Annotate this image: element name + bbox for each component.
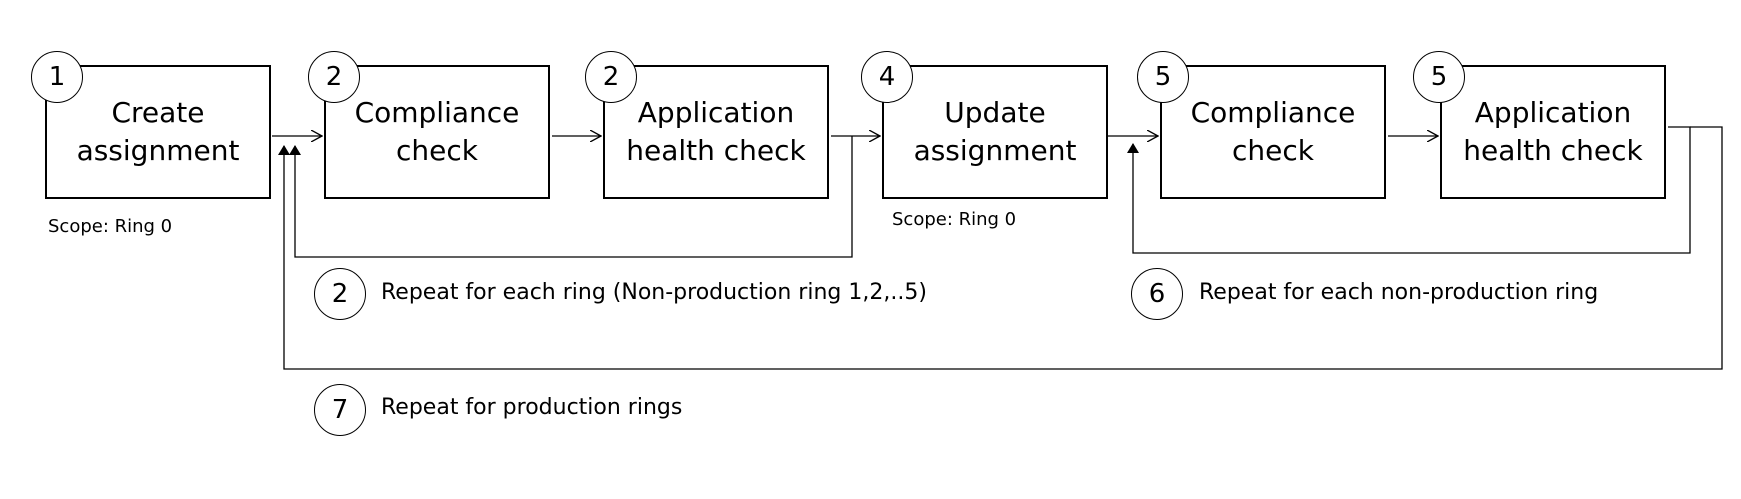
loop-number-badge: 7 — [314, 384, 366, 436]
step-compliance-check-2: Compliance check — [1160, 65, 1386, 199]
loop-description: Repeat for production rings — [381, 395, 683, 420]
loop-number-badge: 6 — [1131, 268, 1183, 320]
loop-2-line — [289, 136, 853, 258]
step-create-assignment: Create assignment — [45, 65, 271, 199]
step-number-badge: 5 — [1137, 51, 1189, 103]
step-label: Application health check — [626, 96, 806, 167]
scope-caption-create: Scope: Ring 0 — [48, 216, 173, 237]
scope-caption-update: Scope: Ring 0 — [892, 209, 1017, 230]
step-application-health-check: Application health check — [603, 65, 829, 199]
step-number-badge: 1 — [31, 51, 83, 103]
step-label: Create assignment — [76, 96, 240, 167]
step-label: Update assignment — [913, 96, 1077, 167]
loop-6-line — [1127, 126, 1691, 254]
step-label: Application health check — [1463, 96, 1643, 167]
step-update-assignment: Update assignment — [882, 65, 1108, 199]
step-compliance-check: Compliance check — [324, 65, 550, 199]
loop-description: Repeat for each ring (Non-production rin… — [381, 280, 927, 305]
step-label: Compliance check — [354, 96, 520, 167]
step-number-badge: 2 — [308, 51, 360, 103]
step-application-health-check-2: Application health check — [1440, 65, 1666, 199]
loop-number-badge: 2 — [314, 268, 366, 320]
step-number-badge: 4 — [861, 51, 913, 103]
loop-7-line — [278, 126, 1723, 370]
step-number-badge: 5 — [1413, 51, 1465, 103]
loop-description: Repeat for each non-production ring — [1199, 280, 1599, 305]
step-label: Compliance check — [1190, 96, 1356, 167]
step-number-badge: 2 — [585, 51, 637, 103]
